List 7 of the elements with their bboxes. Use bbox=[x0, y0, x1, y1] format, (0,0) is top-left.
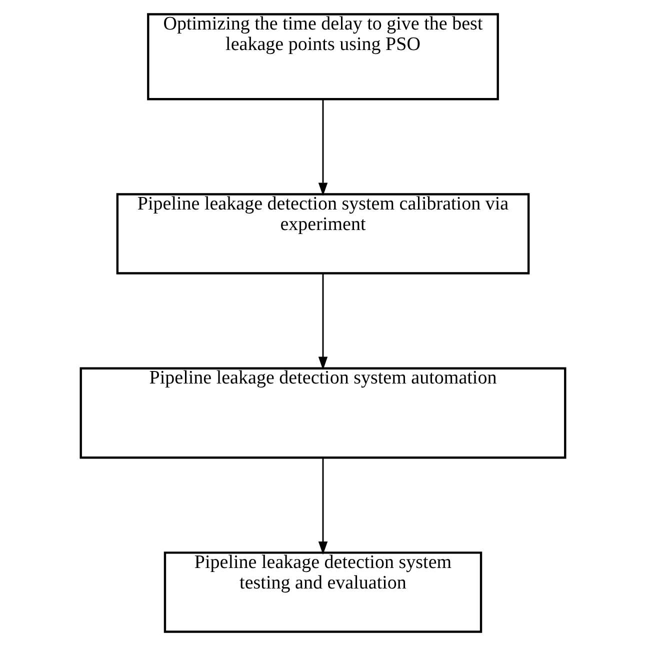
node-box: Pipeline leakage detection system automation bbox=[80, 367, 566, 459]
node-box: Pipeline leakage detection system calibration via experiment bbox=[116, 193, 530, 274]
node-box: Pipeline leakage detection system testing and evaluation bbox=[164, 552, 482, 633]
node-box: Optimizing the time delay to give the best leakage points using PSO bbox=[147, 13, 499, 100]
arrow bbox=[318, 99, 328, 196]
arrow bbox=[318, 458, 328, 555]
arrow bbox=[318, 273, 328, 370]
